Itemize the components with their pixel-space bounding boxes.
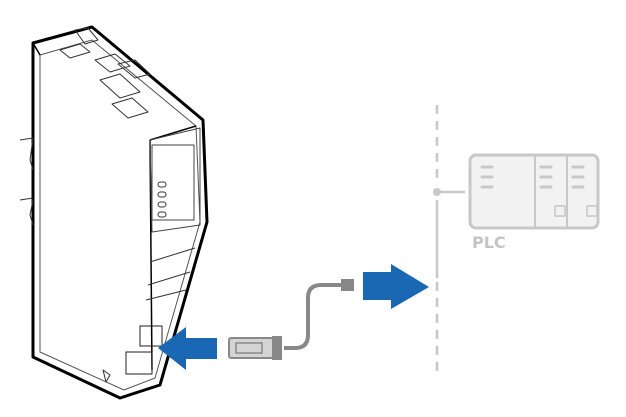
gateway-device-icon	[19, 25, 209, 400]
network-bus-line	[433, 105, 465, 372]
arrow-left-icon	[158, 327, 217, 370]
plc-icon	[468, 153, 600, 230]
plc-label: PLC	[472, 233, 506, 252]
arrow-right-icon	[363, 264, 429, 309]
ethernet-cable-icon	[228, 279, 354, 360]
